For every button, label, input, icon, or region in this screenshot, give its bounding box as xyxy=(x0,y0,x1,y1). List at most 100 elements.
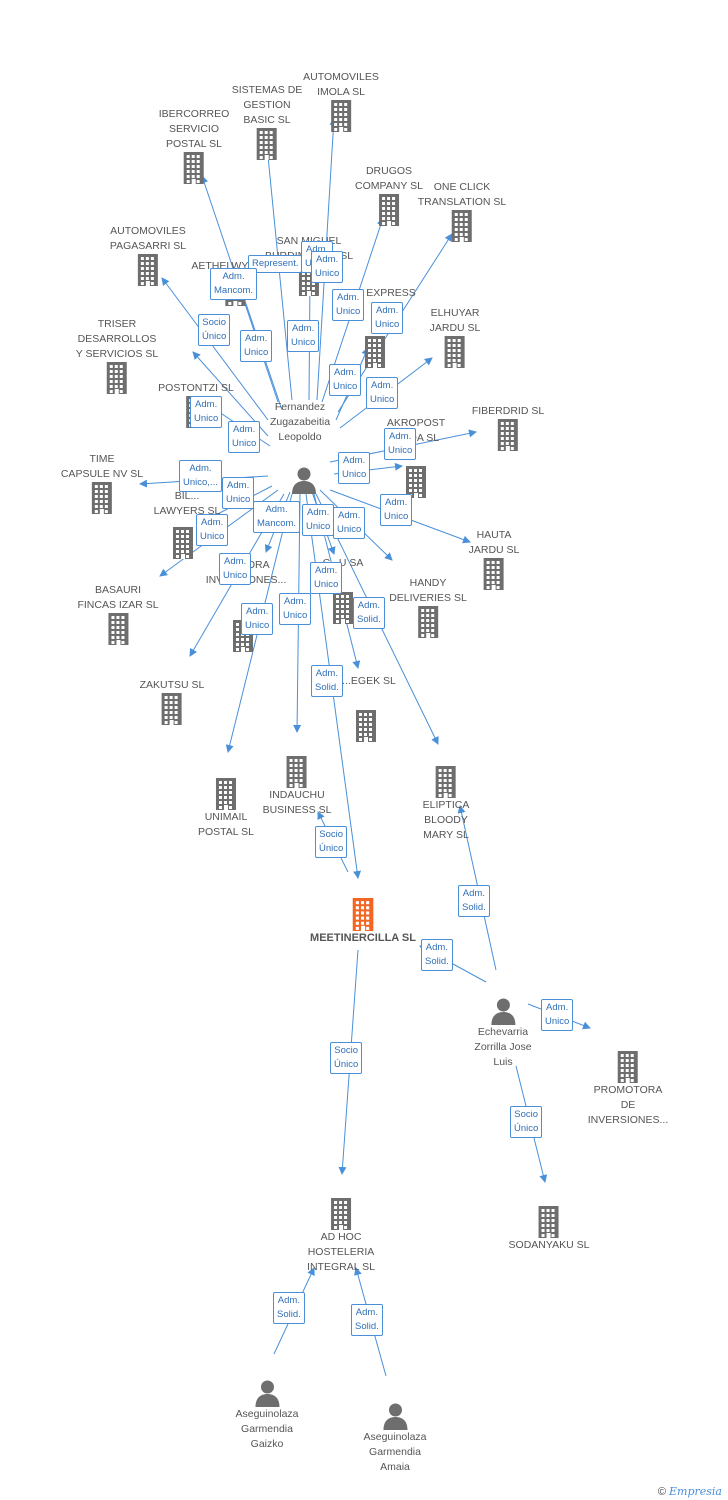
relation-badge[interactable]: Adm.Solid. xyxy=(458,885,490,917)
relation-badge-line: Solid. xyxy=(315,682,339,693)
node-cia-sa[interactable]: C...U SA xyxy=(323,557,363,624)
relation-badge[interactable]: Adm.Solid. xyxy=(421,939,453,971)
relation-badge-line: Solid. xyxy=(425,956,449,967)
relation-badge[interactable]: Adm.Unico xyxy=(541,999,574,1031)
relation-badge[interactable]: Adm.Unico xyxy=(228,421,261,453)
node-egek[interactable]: ...EGEK SL xyxy=(342,675,396,742)
relation-badge[interactable]: Adm.Unico xyxy=(329,364,362,396)
node-label: POSTONTZI SL xyxy=(158,381,234,396)
building-icon xyxy=(418,210,507,242)
relation-badge[interactable]: Adm.Unico xyxy=(380,494,413,526)
relation-badge[interactable]: Adm.Mancom. xyxy=(210,268,258,300)
node-fiberdrid[interactable]: FIBERDRID SL xyxy=(472,404,544,451)
building-icon xyxy=(140,693,205,725)
relation-badge[interactable]: Adm.Unico xyxy=(196,514,229,546)
relation-badge-line: Adm. xyxy=(371,380,394,391)
relation-badge-line: Adm. xyxy=(189,463,212,474)
relation-badge-line: Unico xyxy=(545,1016,570,1027)
node-label-line: Aseguinolaza xyxy=(363,1431,427,1443)
relation-badge-line: Solid. xyxy=(462,902,486,913)
relation-badge[interactable]: Adm.Unico xyxy=(333,507,366,539)
node-label-line: AUTOMOVILES xyxy=(110,225,186,237)
relation-badge[interactable]: Adm.Unico xyxy=(332,289,365,321)
node-zakutsu[interactable]: ZAKUTSU SL xyxy=(140,678,205,725)
relation-badge-line: Adm. xyxy=(222,271,245,282)
relation-badge[interactable]: Adm.Unico xyxy=(371,302,404,334)
building-icon xyxy=(263,756,332,788)
relation-badge[interactable]: Adm.Unico xyxy=(338,452,371,484)
relation-badge[interactable]: Adm.Solid. xyxy=(273,1292,305,1324)
node-bilbao-lawyers[interactable]: BIL...LAWYERS SL xyxy=(154,490,220,559)
relation-badge[interactable]: Adm.Unico xyxy=(287,320,320,352)
relation-badge-line: Adm. xyxy=(307,507,330,518)
relation-badge[interactable]: Adm.Mancom. xyxy=(253,501,301,533)
building-icon xyxy=(472,419,544,451)
node-express[interactable]: EXPRESS xyxy=(364,287,416,368)
node-label-line: AD HOC xyxy=(320,1231,362,1243)
node-label-line: JARDU SL xyxy=(468,544,520,556)
relation-badge[interactable]: Adm.Solid. xyxy=(351,1304,383,1336)
node-label-line: UNIMAIL xyxy=(204,811,248,823)
node-meetinercilla[interactable]: MEETINERCILLA SL xyxy=(310,898,416,946)
relation-badge[interactable]: Adm.Unico xyxy=(366,377,399,409)
relation-badge-line: Unico xyxy=(315,268,340,279)
building-icon xyxy=(509,1206,590,1238)
relation-badge[interactable]: Adm.Unico xyxy=(222,477,255,509)
relation-badge-line: Adm. xyxy=(338,510,361,521)
relation-badge[interactable]: Adm.Solid. xyxy=(353,597,385,629)
relation-badge[interactable]: Represent. xyxy=(248,255,303,273)
relation-badge-line: Adm. xyxy=(389,431,412,442)
node-label: SODANYAKU SL xyxy=(509,1238,590,1253)
relation-badge[interactable]: Adm.Unico xyxy=(190,396,223,428)
building-icon xyxy=(110,254,186,286)
relation-badge-line: Unico xyxy=(384,511,409,522)
relation-badge[interactable]: Adm.Unico xyxy=(241,603,274,635)
building-icon xyxy=(332,592,354,624)
footer-brand[interactable]: ©Empresia xyxy=(658,1485,722,1498)
node-label-line: Gaizko xyxy=(250,1438,284,1450)
relation-badge[interactable]: Adm.Solid. xyxy=(311,665,343,697)
relation-badge[interactable]: Adm.Unico xyxy=(240,330,273,362)
node-label: ZAKUTSU SL xyxy=(140,678,205,693)
relation-badge[interactable]: Adm.Unico xyxy=(219,553,252,585)
node-label-line: BUSINESS SL xyxy=(262,804,332,816)
relation-badge[interactable]: Adm.Unico xyxy=(279,593,312,625)
relation-badge[interactable]: Adm.Unico,... xyxy=(179,460,222,492)
node-sodanyaku[interactable]: SODANYAKU SL xyxy=(509,1206,590,1253)
node-label-line: PROMOTORA xyxy=(593,1084,663,1096)
relation-badge[interactable]: Adm.Unico xyxy=(384,428,417,460)
relation-badge[interactable]: Adm.Unico xyxy=(311,251,344,283)
relation-badge[interactable]: Adm.Unico xyxy=(310,562,343,594)
relation-badge[interactable]: Adm.Unico xyxy=(302,504,335,536)
